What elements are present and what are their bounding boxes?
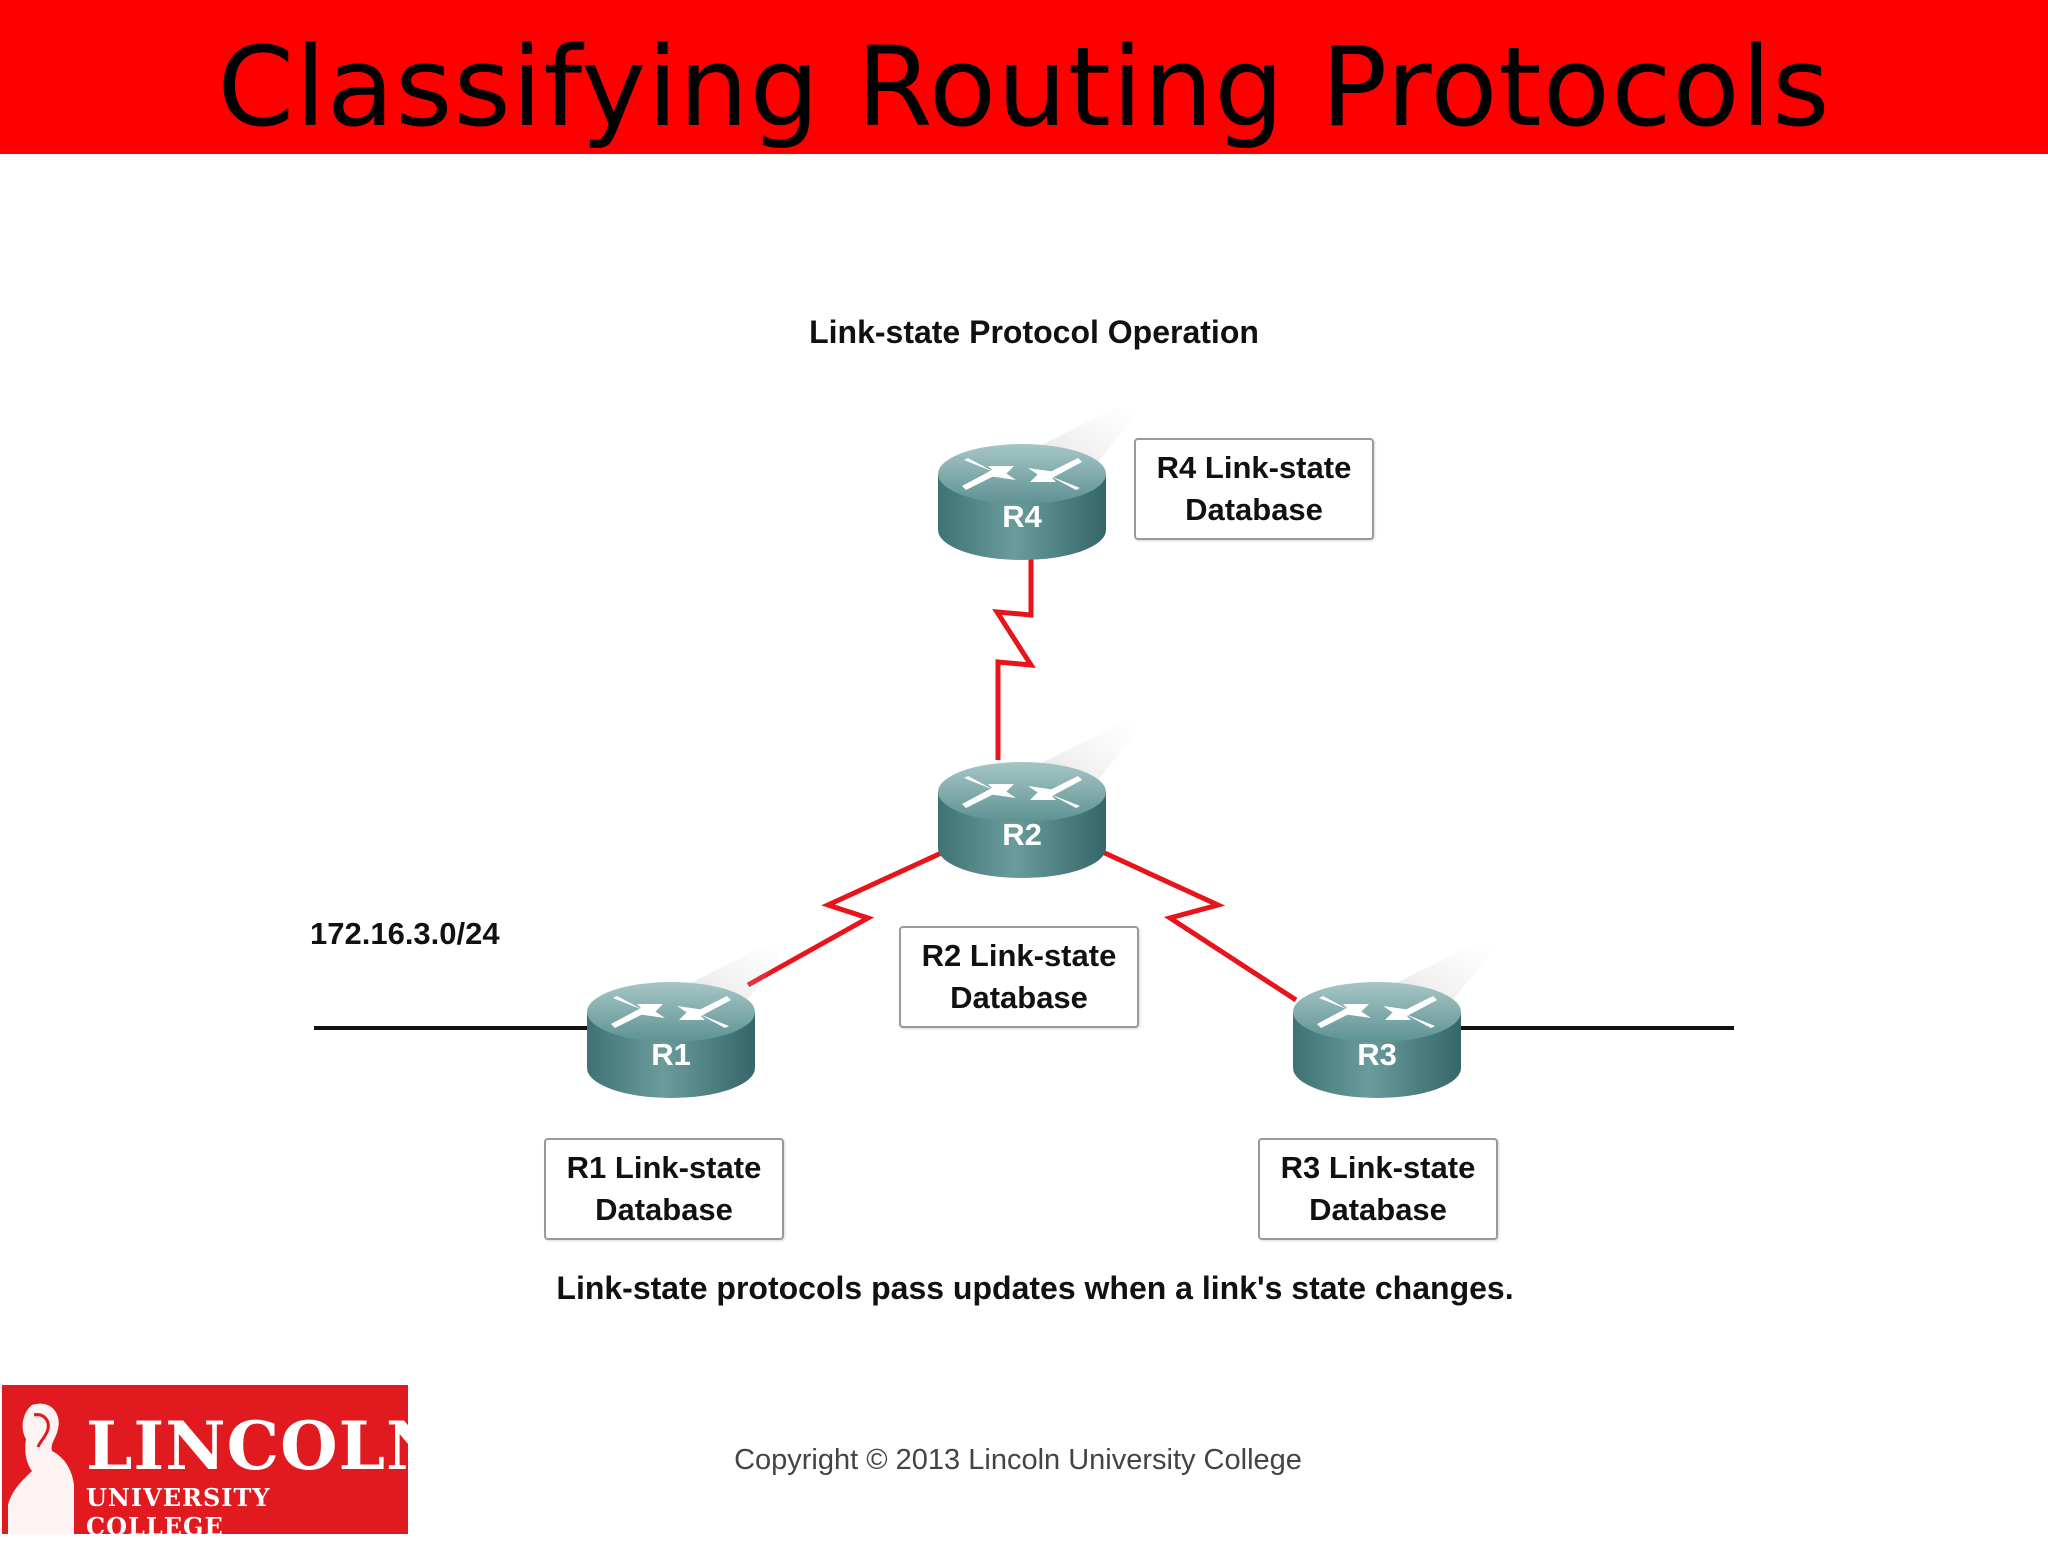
router-r3-label: R3 xyxy=(1357,1037,1397,1072)
router-r1: R1 xyxy=(587,945,791,1098)
slide-title: Classifying Routing Protocols xyxy=(217,23,1831,151)
r4-database-line2: Database xyxy=(1185,492,1323,527)
r4-database-line1: R4 Link-state xyxy=(1156,450,1352,485)
diagram-title: Link-state Protocol Operation xyxy=(809,314,1259,350)
r3-database-line1: R3 Link-state xyxy=(1280,1150,1476,1185)
logo-sub-text: UNIVERSITY COLLEGE xyxy=(86,1483,271,1541)
r1-database-box: R1 Link-state Database xyxy=(544,1138,784,1240)
network-label: 172.16.3.0/24 xyxy=(310,916,500,951)
router-r4-label: R4 xyxy=(1002,499,1042,534)
router-r2: R2 xyxy=(938,725,1142,878)
title-bar xyxy=(0,0,2048,154)
serial-link-r4-r2 xyxy=(992,545,1036,760)
router-r1-label: R1 xyxy=(651,1037,691,1072)
logo-main-text: LINCOLN xyxy=(86,1407,448,1485)
router-r3: R3 xyxy=(1293,945,1497,1098)
r3-database-box: R3 Link-state Database xyxy=(1258,1138,1498,1240)
diagram-caption: Link-state protocols pass updates when a… xyxy=(556,1270,1514,1306)
r1-database-line2: Database xyxy=(595,1192,733,1227)
router-r2-label: R2 xyxy=(1002,817,1042,852)
serial-link-r2-r3 xyxy=(1094,846,1298,1003)
r3-database-line2: Database xyxy=(1309,1192,1447,1227)
r1-database-line1: R1 Link-state xyxy=(566,1150,762,1185)
r4-database-box: R4 Link-state Database xyxy=(1134,438,1374,540)
lincoln-bust-icon xyxy=(8,1403,74,1534)
serial-link-r2-r1 xyxy=(746,846,952,988)
r2-database-line2: Database xyxy=(950,980,1088,1015)
copyright-text: Copyright © 2013 Lincoln University Coll… xyxy=(734,1444,1302,1476)
r2-database-box: R2 Link-state Database xyxy=(899,926,1139,1028)
lincoln-logo: LINCOLN UNIVERSITY COLLEGE xyxy=(2,1385,446,1541)
r2-database-line1: R2 Link-state xyxy=(921,938,1117,973)
router-r4: R4 xyxy=(938,407,1142,560)
